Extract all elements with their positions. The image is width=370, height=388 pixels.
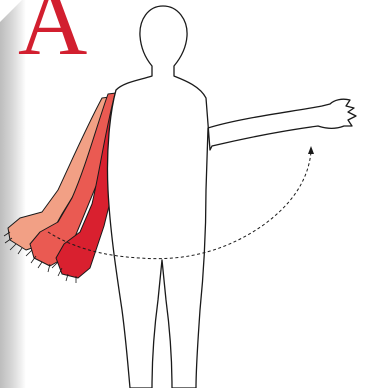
- panel-label: A: [18, 0, 87, 70]
- motion-arrow-icon: [308, 146, 314, 154]
- human-body-outline-icon: [107, 6, 356, 388]
